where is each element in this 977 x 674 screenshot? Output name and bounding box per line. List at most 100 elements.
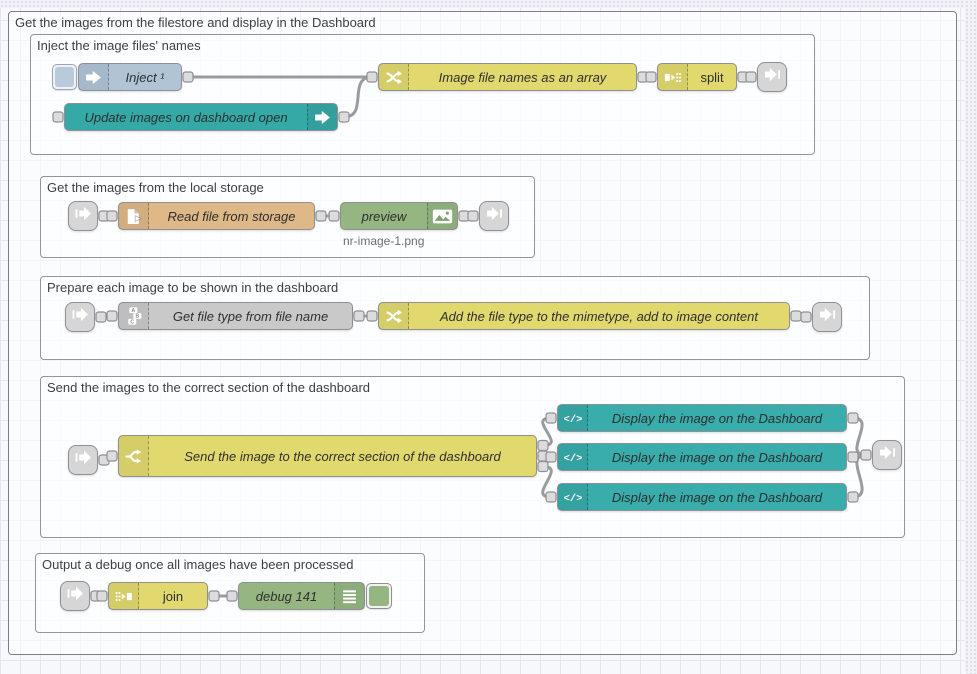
node-port[interactable] <box>226 590 238 602</box>
wire[interactable] <box>342 75 374 119</box>
shuffle-icon <box>379 64 409 90</box>
inject-arrow-icon <box>307 104 337 130</box>
inject-button[interactable] <box>52 64 77 90</box>
node-display2[interactable]: </>Display the image on the Dashboard <box>557 443 847 471</box>
node-label: Send the image to the correct section of… <box>184 448 501 464</box>
node-label: preview <box>361 208 407 224</box>
group-label: Prepare each image to be shown in the da… <box>47 280 339 295</box>
node-port[interactable] <box>645 71 657 83</box>
node-port[interactable] <box>353 310 365 322</box>
debug-list-icon <box>334 583 364 609</box>
node-switch[interactable]: Send the image to the correct section of… <box>118 435 537 477</box>
node-linkin4[interactable] <box>68 445 98 475</box>
node-join[interactable]: join <box>108 582 208 610</box>
node-file[interactable]: Read file from storage <box>118 202 315 230</box>
node-port[interactable] <box>366 310 378 322</box>
node-preview[interactable]: preview <box>340 202 458 230</box>
node-port[interactable] <box>96 590 108 602</box>
group-label: Get the images from the filestore and di… <box>15 15 376 30</box>
node-port[interactable] <box>106 450 118 462</box>
node-label: Update images on dashboard open <box>84 109 288 125</box>
node-port[interactable] <box>338 111 350 123</box>
node-port[interactable] <box>106 310 118 322</box>
node-label: join <box>162 588 184 604</box>
node-port[interactable] <box>366 71 378 83</box>
shuffle-icon <box>379 303 409 329</box>
link-in-icon <box>75 449 92 471</box>
node-linkin5[interactable] <box>60 581 90 611</box>
svg-text:</>: </> <box>563 493 582 505</box>
link-out-icon <box>879 444 896 466</box>
link-in-icon <box>67 585 84 607</box>
node-port[interactable] <box>847 412 859 424</box>
node-display1[interactable]: </>Display the image on the Dashboard <box>557 404 847 432</box>
node-change2[interactable]: Add the file type to the mimetype, add t… <box>378 302 790 330</box>
node-label: debug 141 <box>255 588 318 604</box>
group-g1[interactable] <box>30 34 815 155</box>
svg-text:B: B <box>135 314 139 320</box>
image-icon <box>427 203 457 229</box>
svg-text:</>: </> <box>563 453 582 465</box>
node-change1[interactable]: Image file names as an array <box>378 63 637 91</box>
node-port[interactable] <box>106 210 118 222</box>
canvas-edge-right <box>965 0 977 674</box>
wire[interactable] <box>541 465 553 499</box>
node-port[interactable] <box>860 449 872 461</box>
svg-text:</>: </> <box>563 414 582 426</box>
node-linkin2[interactable] <box>68 201 98 231</box>
fork-icon <box>119 436 149 476</box>
node-port[interactable] <box>328 210 340 222</box>
link-in-icon <box>72 306 89 328</box>
split-icon <box>658 64 688 90</box>
node-linkout3[interactable] <box>812 302 842 332</box>
canvas-edge-top <box>0 0 977 8</box>
node-label: Inject ¹ <box>125 69 165 85</box>
link-out-icon <box>486 205 503 227</box>
node-port[interactable] <box>847 451 859 463</box>
node-port[interactable] <box>745 71 757 83</box>
node-port[interactable] <box>790 310 802 322</box>
node-label: Get file type from file name <box>172 308 329 324</box>
wire[interactable] <box>851 453 868 499</box>
node-port[interactable] <box>847 491 859 503</box>
node-display3[interactable]: </> Display the image on the Dashboard <box>557 483 847 511</box>
node-port[interactable] <box>545 412 557 424</box>
node-label: Display the image on the Dashboard <box>611 489 823 505</box>
node-label: split <box>700 69 724 85</box>
template-icon: </> <box>558 405 588 431</box>
node-port[interactable] <box>545 451 557 463</box>
file-icon <box>119 203 149 229</box>
node-port[interactable] <box>315 210 327 222</box>
node-split[interactable]: split <box>657 63 737 91</box>
node-update[interactable]: Update images on dashboard open <box>64 103 338 131</box>
node-linkin3[interactable] <box>65 302 95 332</box>
debug-toggle-button[interactable] <box>366 583 392 609</box>
node-port[interactable] <box>95 311 107 323</box>
svg-text:C: C <box>130 319 134 325</box>
group-label: Output a debug once all images have been… <box>42 557 354 572</box>
group-label: Send the images to the correct section o… <box>47 380 371 395</box>
node-linkout1[interactable] <box>757 62 787 92</box>
node-inject[interactable]: Inject ¹ <box>78 63 182 91</box>
group-label: Get the images from the local storage <box>47 180 264 195</box>
wire[interactable] <box>541 416 553 447</box>
template-icon: </> <box>558 444 588 470</box>
node-debug[interactable]: debug 141 <box>238 582 365 610</box>
node-port[interactable] <box>537 460 549 473</box>
node-label: Read file from storage <box>167 208 296 224</box>
node-port[interactable] <box>800 311 812 323</box>
link-out-icon <box>819 306 836 328</box>
node-linkout4[interactable] <box>872 440 902 470</box>
node-linkout2[interactable] <box>479 201 509 231</box>
node-port[interactable] <box>208 590 220 602</box>
node-port[interactable] <box>182 71 194 83</box>
node-port[interactable] <box>52 111 64 123</box>
node-port[interactable] <box>545 491 557 503</box>
node-port[interactable] <box>537 439 549 452</box>
node-port[interactable] <box>467 210 479 222</box>
inject-arrow-icon <box>79 64 109 90</box>
group-label: Inject the image files' names <box>37 38 201 53</box>
